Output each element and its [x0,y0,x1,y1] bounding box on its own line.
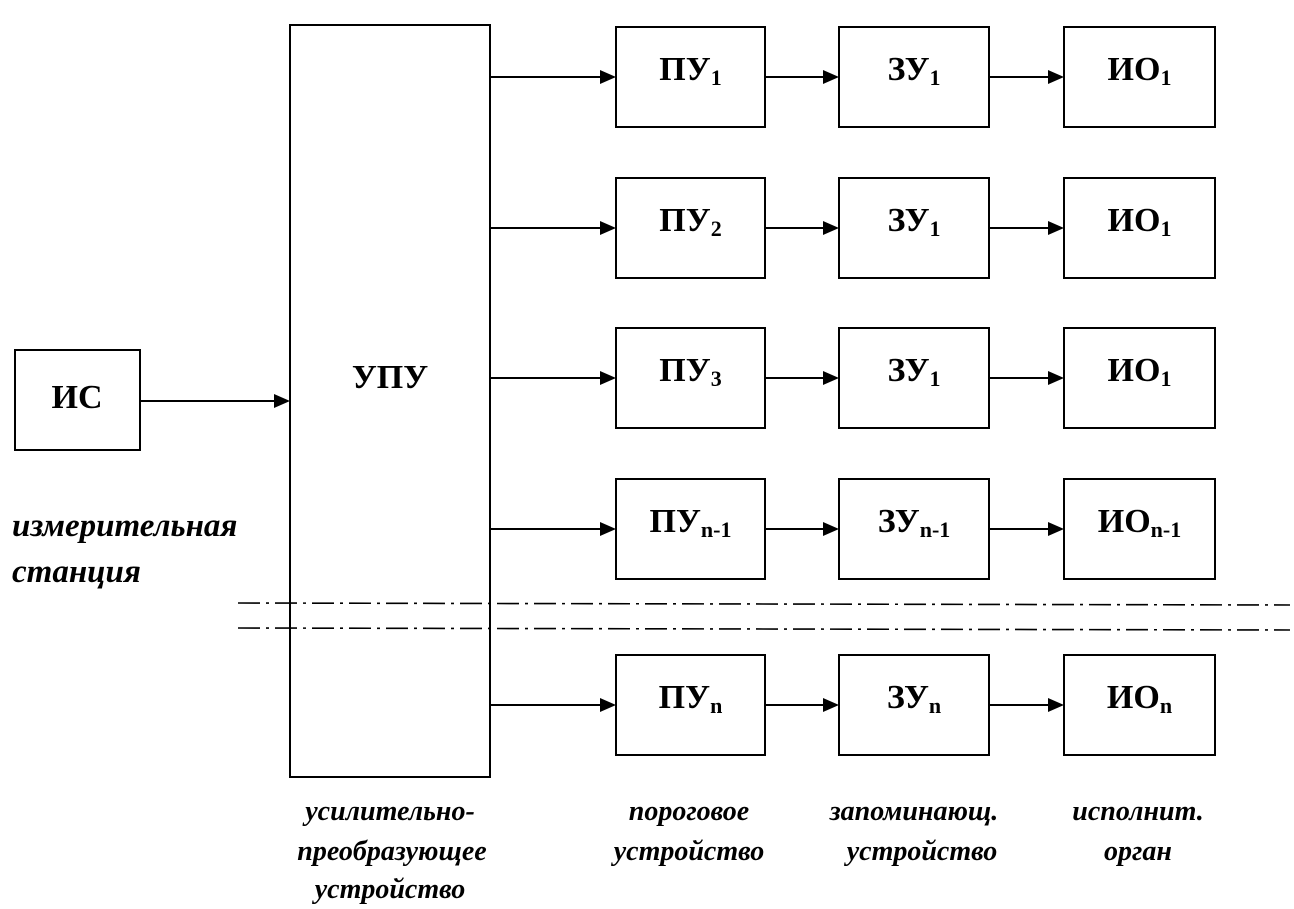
threshold-label-subscript: n [710,693,722,718]
memory-label-subscript: 1 [930,65,941,90]
source-caption-line-2: станция [12,554,141,590]
converter-caption-line-3: устройство [312,874,466,905]
converter-caption-line-2: преобразующее [297,836,486,867]
threshold-label-base: ПУ [659,352,710,389]
executor-label-base: ИО [1108,51,1161,88]
memory-label-base: ЗУ [887,679,929,716]
memory-label-subscript: 1 [930,216,941,241]
executor-label-3: ИО1 [1108,352,1172,391]
executor-label-subscript: n-1 [1151,517,1182,542]
memory-label-5: ЗУn [887,679,941,718]
executor-label-base: ИО [1108,352,1161,389]
memory-box-3 [838,327,990,429]
executor-caption-line-1: исполнит. [1072,796,1203,827]
threshold-label-base: ПУ [659,51,710,88]
arrowhead [823,371,839,385]
memory-caption-line-1: запоминающ. [829,796,999,827]
memory-label-base: ЗУ [887,352,929,389]
arrowhead [823,221,839,235]
threshold-box-4 [615,478,766,580]
threshold-label-subscript: 2 [711,216,722,241]
separator-line-top [237,602,1291,606]
arrowhead [274,394,290,408]
executor-box-2 [1063,177,1216,279]
executor-label-base: ИО [1107,679,1160,716]
threshold-label-base: ПУ [659,202,710,239]
converter-caption-line-1: усилительно- [302,796,475,827]
source-box [14,349,141,451]
memory-box-4 [838,478,990,580]
arrowhead [600,221,616,235]
threshold-box-1 [615,26,766,128]
executor-label-2: ИО1 [1108,202,1172,241]
executor-box-4 [1063,478,1216,580]
converter-box [289,24,491,778]
converter-label: УПУ [352,359,428,396]
threshold-label-base: ПУ [650,503,701,540]
memory-caption-line-2: устройство [844,836,998,867]
memory-label-subscript: n-1 [920,517,951,542]
arrowhead [600,70,616,84]
source-label: ИС [52,379,103,416]
memory-label-3: ЗУ1 [887,352,940,391]
memory-label-base: ЗУ [878,503,920,540]
memory-box-2 [838,177,990,279]
arrowhead [1048,371,1064,385]
executor-box-5 [1063,654,1216,756]
arrowhead [823,698,839,712]
arrowhead [600,698,616,712]
memory-label-base: ЗУ [887,51,929,88]
memory-label-subscript: n [929,693,941,718]
memory-label-2: ЗУ1 [887,202,940,241]
threshold-label-5: ПУn [659,679,723,718]
threshold-label-2: ПУ2 [659,202,721,241]
source-caption-line-1: измерительная [12,508,237,544]
separator-line-bottom [237,627,1291,631]
threshold-label-subscript: 1 [711,65,722,90]
threshold-label-1: ПУ1 [659,51,721,90]
threshold-label-4: ПУn-1 [650,503,732,542]
threshold-label-3: ПУ3 [659,352,721,391]
memory-label-subscript: 1 [930,366,941,391]
executor-label-base: ИО [1108,202,1161,239]
executor-label-subscript: n [1160,693,1172,718]
executor-box-1 [1063,26,1216,128]
threshold-box-3 [615,327,766,429]
arrowhead [1048,522,1064,536]
executor-label-5: ИОn [1107,679,1172,718]
executor-label-4: ИОn-1 [1098,503,1181,542]
arrowhead [1048,221,1064,235]
memory-label-1: ЗУ1 [887,51,940,90]
threshold-caption-line-2: устройство [611,836,765,867]
arrowhead [1048,698,1064,712]
executor-label-subscript: 1 [1160,366,1171,391]
threshold-label-subscript: n-1 [701,517,732,542]
arrowhead [823,522,839,536]
executor-label-1: ИО1 [1108,51,1172,90]
arrowhead [1048,70,1064,84]
executor-label-subscript: 1 [1160,216,1171,241]
arrowhead [600,371,616,385]
threshold-label-subscript: 3 [711,366,722,391]
memory-box-1 [838,26,990,128]
arrowhead [823,70,839,84]
threshold-label-base: ПУ [659,679,710,716]
executor-caption-line-2: орган [1104,836,1172,867]
arrowhead [600,522,616,536]
executor-label-base: ИО [1098,503,1151,540]
executor-box-3 [1063,327,1216,429]
memory-label-base: ЗУ [887,202,929,239]
threshold-caption-line-1: пороговое [629,796,749,827]
memory-label-4: ЗУn-1 [878,503,951,542]
executor-label-subscript: 1 [1160,65,1171,90]
